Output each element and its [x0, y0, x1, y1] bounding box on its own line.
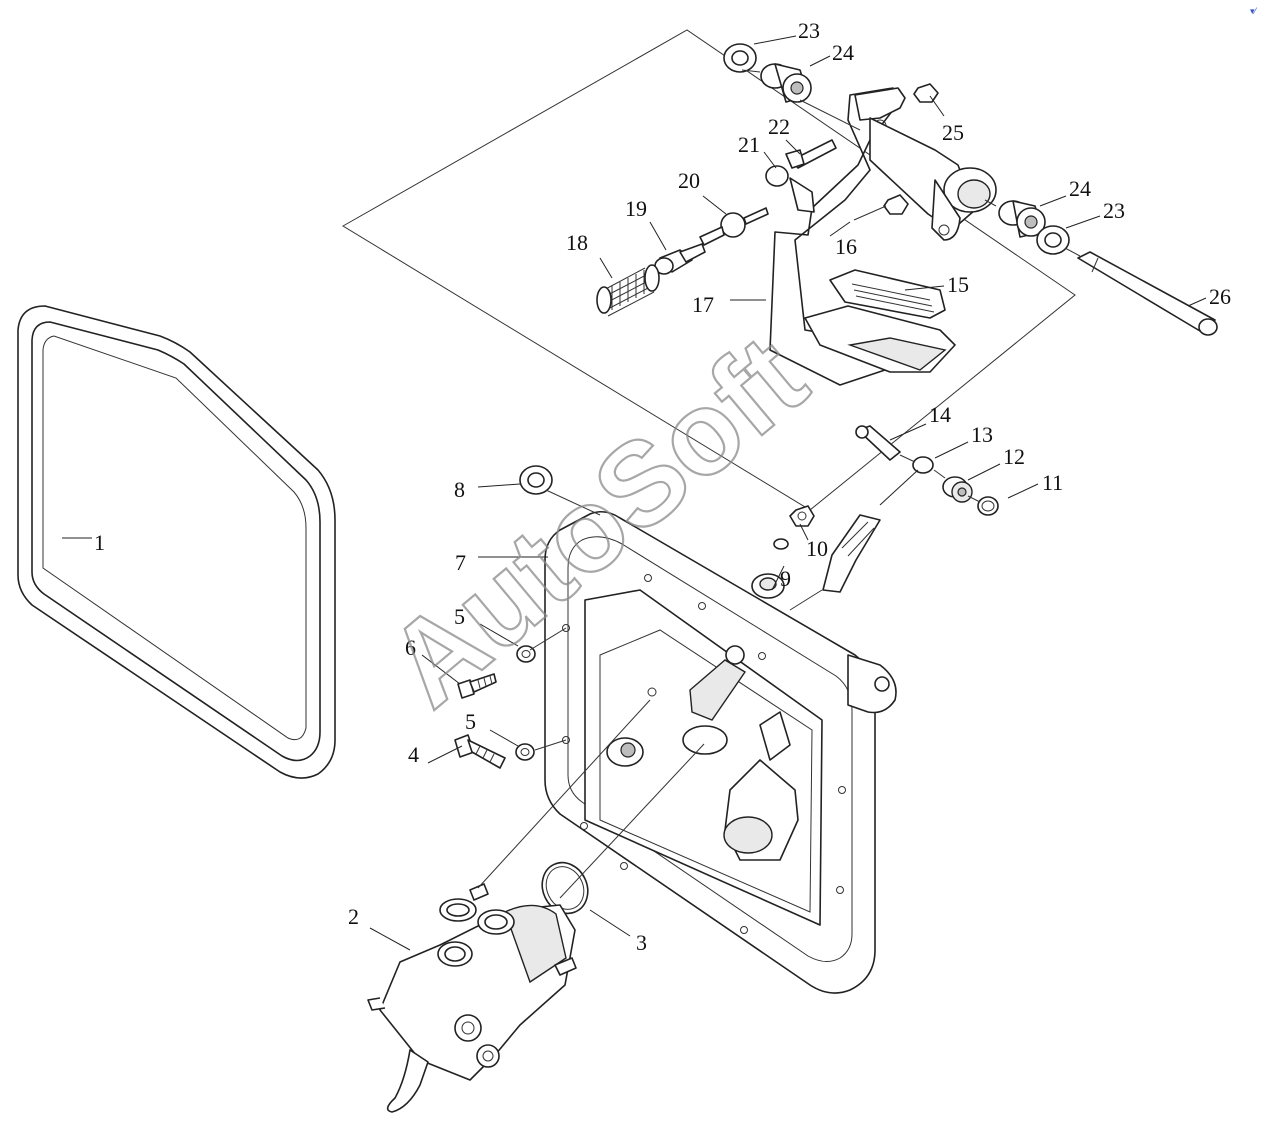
callout-24-lower: 24 — [1069, 176, 1091, 201]
part-24-bearing-upper — [760, 63, 812, 103]
part-3-o-ring — [541, 861, 589, 915]
part-21-ball — [765, 165, 789, 187]
part-7-cover-plate — [544, 510, 897, 994]
part-18-spring — [596, 264, 660, 317]
callout-2: 2 — [348, 904, 359, 929]
part-24-bearing-lower — [998, 200, 1046, 238]
callout-25: 25 — [942, 120, 964, 145]
assembly-plane — [342, 29, 1076, 511]
part-2-master-cylinder — [367, 883, 577, 1113]
part-26-pivot-shaft — [1077, 251, 1218, 336]
part-9-boss — [751, 573, 785, 599]
callout-17: 17 — [692, 292, 714, 317]
callout-labels: 1 2 3 4 5 5 6 7 8 9 10 11 12 13 14 15 16… — [94, 18, 1231, 955]
callout-10: 10 — [806, 536, 828, 561]
callout-16: 16 — [835, 234, 857, 259]
callout-11: 11 — [1042, 470, 1063, 495]
callout-20: 20 — [678, 168, 700, 193]
callout-19: 19 — [625, 196, 647, 221]
callout-9: 9 — [780, 566, 791, 591]
part-11-circlip — [977, 496, 999, 516]
callout-3: 3 — [636, 930, 647, 955]
callout-4: 4 — [408, 742, 419, 767]
callout-26: 26 — [1209, 284, 1231, 309]
part-5-washer-lower — [515, 743, 535, 761]
part-1-gasket — [17, 305, 336, 779]
leader-lines — [62, 35, 1207, 951]
corner-mark: ▾⁄ — [1250, 6, 1258, 16]
part-19-bushing — [654, 243, 706, 275]
part-23-washer-upper — [723, 43, 757, 73]
callout-13: 13 — [971, 422, 993, 447]
part-15-pedal-pad — [804, 269, 956, 373]
callout-1: 1 — [94, 530, 105, 555]
part-13-pushrod — [822, 456, 934, 593]
part-23-washer-lower — [1036, 225, 1070, 255]
construction-lines — [477, 69, 1081, 899]
callout-14: 14 — [929, 402, 951, 427]
part-14-bolt — [855, 425, 901, 461]
callout-5-upper: 5 — [454, 604, 465, 629]
callout-24-upper: 24 — [832, 40, 854, 65]
part-12-bushing — [942, 476, 973, 503]
part-20-ball-pin — [699, 207, 769, 246]
part-8-washer — [519, 465, 553, 495]
callout-18: 18 — [566, 230, 588, 255]
part-10-nut — [773, 505, 815, 550]
callout-21: 21 — [738, 132, 760, 157]
callout-6: 6 — [405, 635, 416, 660]
part-4-bolt — [454, 734, 506, 769]
callout-5-lower: 5 — [465, 709, 476, 734]
part-25-nut — [913, 83, 939, 103]
part-shaft-tube — [869, 117, 997, 241]
callout-23-upper: 23 — [798, 18, 820, 43]
part-22-bolt — [785, 139, 837, 169]
part-16-nut — [883, 194, 909, 215]
callout-7: 7 — [455, 550, 466, 575]
callout-22: 22 — [768, 114, 790, 139]
callout-8: 8 — [454, 477, 465, 502]
callout-23-lower: 23 — [1103, 198, 1125, 223]
callout-15: 15 — [947, 272, 969, 297]
part-6-bolt — [457, 673, 497, 699]
callout-12: 12 — [1003, 444, 1025, 469]
